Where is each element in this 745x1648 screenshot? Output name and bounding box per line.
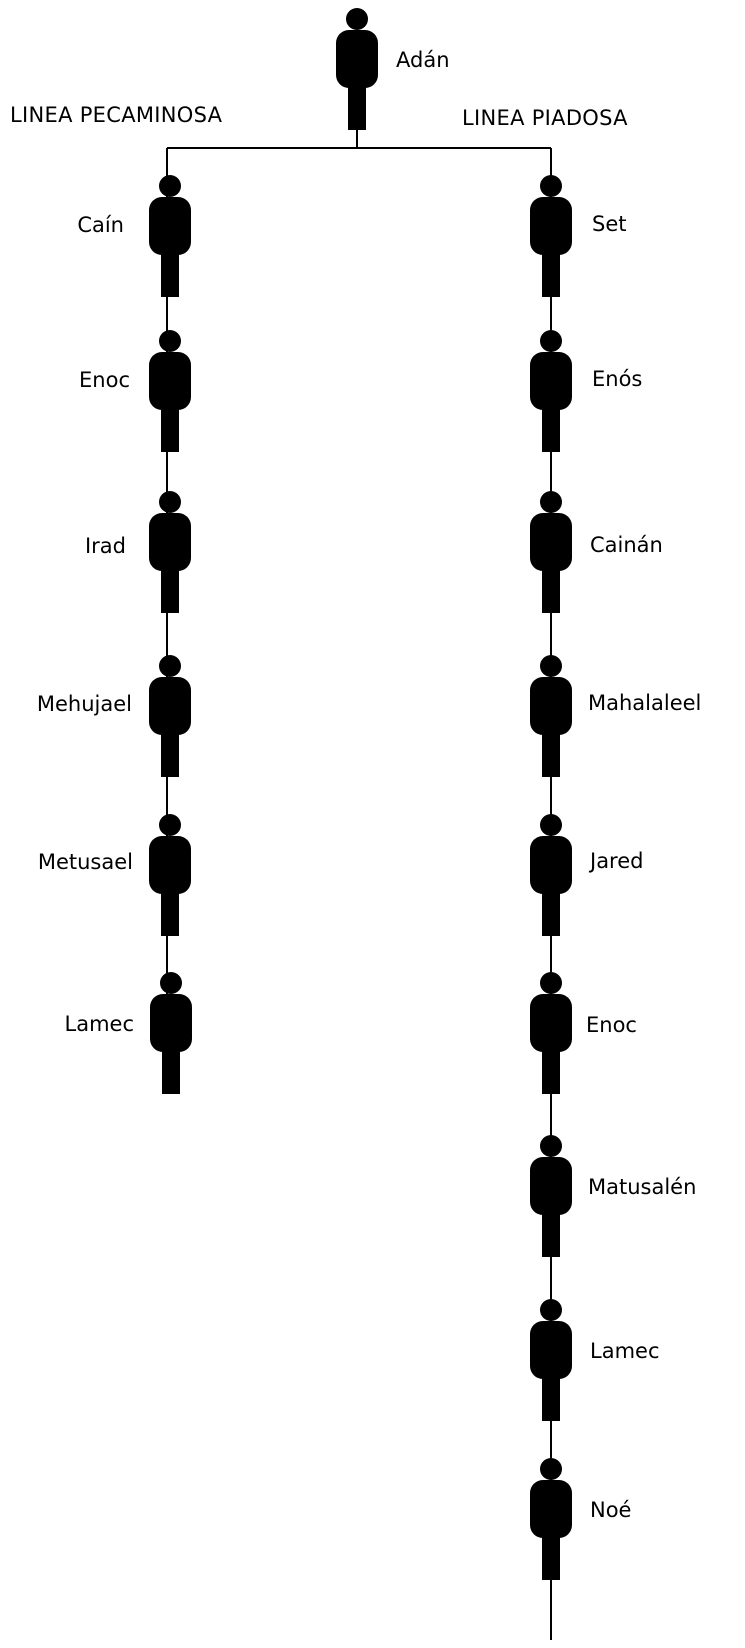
person-name: Matusalén xyxy=(588,1175,696,1199)
connectors xyxy=(166,110,552,1640)
person-node: Mahalaleel xyxy=(530,655,701,777)
person-silhouette-icon xyxy=(149,330,191,452)
person-node: Enoc xyxy=(79,330,191,452)
person-name: Irad xyxy=(85,534,126,558)
person-silhouette-icon xyxy=(530,175,572,297)
person-silhouette-icon xyxy=(530,1299,572,1421)
person-silhouette-icon xyxy=(150,972,192,1094)
person-node: Metusael xyxy=(38,814,191,936)
person-silhouette-icon xyxy=(149,491,191,613)
person-name: Metusael xyxy=(38,850,133,874)
right-line: Set Enós Cainán Mahalaleel Jared Enoc Ma… xyxy=(530,175,701,1580)
person-node: Noé xyxy=(530,1458,631,1580)
person-silhouette-icon xyxy=(530,1135,572,1257)
person-name: Lamec xyxy=(590,1339,660,1363)
person-silhouette-icon xyxy=(530,1458,572,1580)
person-name: Adán xyxy=(396,48,450,72)
person-name: Caín xyxy=(77,213,124,237)
left-line: Caín Enoc Irad Mehujael Metusael Lamec xyxy=(37,175,192,1094)
person-node: Cainán xyxy=(530,491,663,613)
person-silhouette-icon xyxy=(530,491,572,613)
person-name: Noé xyxy=(590,1498,631,1522)
person-silhouette-icon xyxy=(336,8,378,130)
person-name: Mehujael xyxy=(37,692,132,716)
person-node: Jared xyxy=(530,814,643,936)
person-name: Lamec xyxy=(65,1012,135,1036)
person-name: Set xyxy=(592,212,626,236)
person-silhouette-icon xyxy=(149,175,191,297)
person-node: Mehujael xyxy=(37,655,191,777)
person-root: Adán xyxy=(336,8,450,130)
person-silhouette-icon xyxy=(530,655,572,777)
person-silhouette-icon xyxy=(149,655,191,777)
right-line-header: LINEA PIADOSA xyxy=(462,106,628,130)
person-node: Enoc xyxy=(530,972,637,1094)
person-node: Set xyxy=(530,175,626,297)
person-silhouette-icon xyxy=(530,972,572,1094)
person-node: Matusalén xyxy=(530,1135,696,1257)
person-name: Cainán xyxy=(590,533,663,557)
person-name: Enós xyxy=(592,367,642,391)
person-silhouette-icon xyxy=(530,814,572,936)
person-node: Enós xyxy=(530,330,642,452)
person-name: Mahalaleel xyxy=(588,691,701,715)
person-silhouette-icon xyxy=(530,330,572,452)
person-node: Caín xyxy=(77,175,191,297)
person-name: Jared xyxy=(588,849,643,873)
person-name: Enoc xyxy=(586,1013,637,1037)
person-name: Enoc xyxy=(79,368,130,392)
person-silhouette-icon xyxy=(149,814,191,936)
person-node: Irad xyxy=(85,491,191,613)
person-node: Lamec xyxy=(65,972,192,1094)
person-node: Lamec xyxy=(530,1299,660,1421)
left-line-header: LINEA PECAMINOSA xyxy=(10,103,223,127)
